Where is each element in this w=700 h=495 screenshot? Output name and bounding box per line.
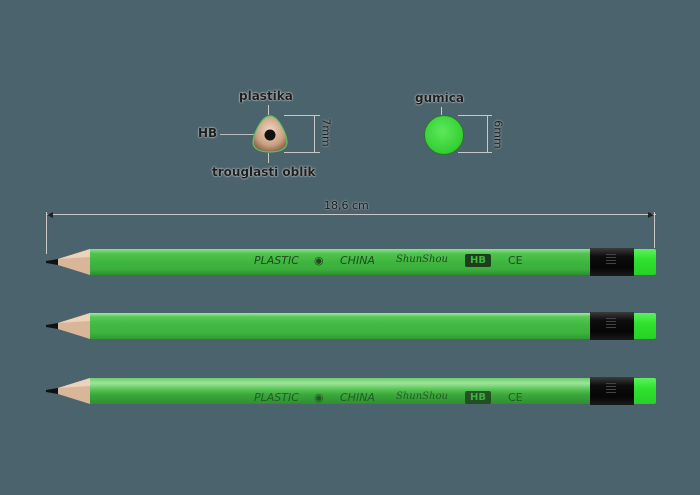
length-dimension-label: 18,6 cm [324, 199, 369, 212]
imprint-grade: HB [465, 254, 491, 267]
arrow-right-icon [648, 212, 654, 218]
leader-line [220, 134, 254, 135]
imprint-brand: ShunShou [396, 254, 448, 265]
imprint-origin: CHINA [340, 391, 375, 404]
pencil-ferrule [590, 377, 634, 405]
pencil-imprint: PLASTIC ◉ CHINA ShunShou HB CE [90, 254, 590, 270]
pencil-front-view: PLASTIC ◉ CHINA ShunShou HB CE [44, 248, 656, 276]
imprint-material: PLASTIC [254, 254, 299, 267]
pencil-eraser [634, 378, 656, 404]
dimension-line [284, 152, 320, 153]
length-dimension-line [46, 214, 656, 215]
dimension-line [458, 152, 492, 153]
pencil-side-view [44, 312, 656, 340]
imprint-grade: HB [465, 391, 491, 404]
arrow-left-icon [47, 212, 53, 218]
dimension-line [458, 115, 492, 116]
dimension-line [487, 115, 488, 152]
cross-section-top-label: plastika [239, 89, 293, 103]
cross-section-dimension: 7mm [319, 118, 333, 147]
imprint-brand: ShunShou [396, 391, 448, 402]
dimension-line [314, 115, 315, 152]
leader-line [268, 105, 269, 115]
pencil-eraser [634, 249, 656, 275]
eraser-cross-section-icon [424, 115, 464, 155]
pencil-ferrule [590, 312, 634, 340]
eraser-dimension: 6mm [491, 120, 505, 149]
pencil-ferrule [590, 248, 634, 276]
leader-line [441, 107, 442, 115]
pencil-body: PLASTIC ◉ CHINA ShunShou HB CE [90, 249, 590, 275]
pencil-tip [46, 249, 90, 275]
length-dimension-line-left [46, 212, 47, 254]
pencil-rotated-view: PLASTIC ◉ CHINA ShunShou HB CE [44, 377, 656, 405]
leader-line [268, 153, 269, 163]
imprint-mark: CE [508, 254, 523, 267]
cross-section-left-label: HB [198, 126, 218, 140]
imprint-mark: CE [508, 391, 523, 404]
imprint-material: PLASTIC [254, 391, 299, 404]
pencil-body: PLASTIC ◉ CHINA ShunShou HB CE [90, 378, 590, 404]
eraser-top-label: gumica [415, 91, 464, 105]
triangle-recycle-icon: ◉ [314, 254, 324, 267]
pencil-body [90, 313, 590, 339]
pencil-tip [46, 313, 90, 339]
length-dimension-line-right [654, 212, 655, 248]
pencil-tip [46, 378, 90, 404]
triangle-cross-section-icon [252, 115, 288, 153]
pencil-imprint: PLASTIC ◉ CHINA ShunShou HB CE [90, 391, 590, 404]
triangle-recycle-icon: ◉ [314, 391, 324, 404]
dimension-line [284, 115, 320, 116]
imprint-origin: CHINA [340, 254, 375, 267]
cross-section-bottom-label: trouglasti oblik [212, 165, 316, 179]
pencil-eraser [634, 313, 656, 339]
